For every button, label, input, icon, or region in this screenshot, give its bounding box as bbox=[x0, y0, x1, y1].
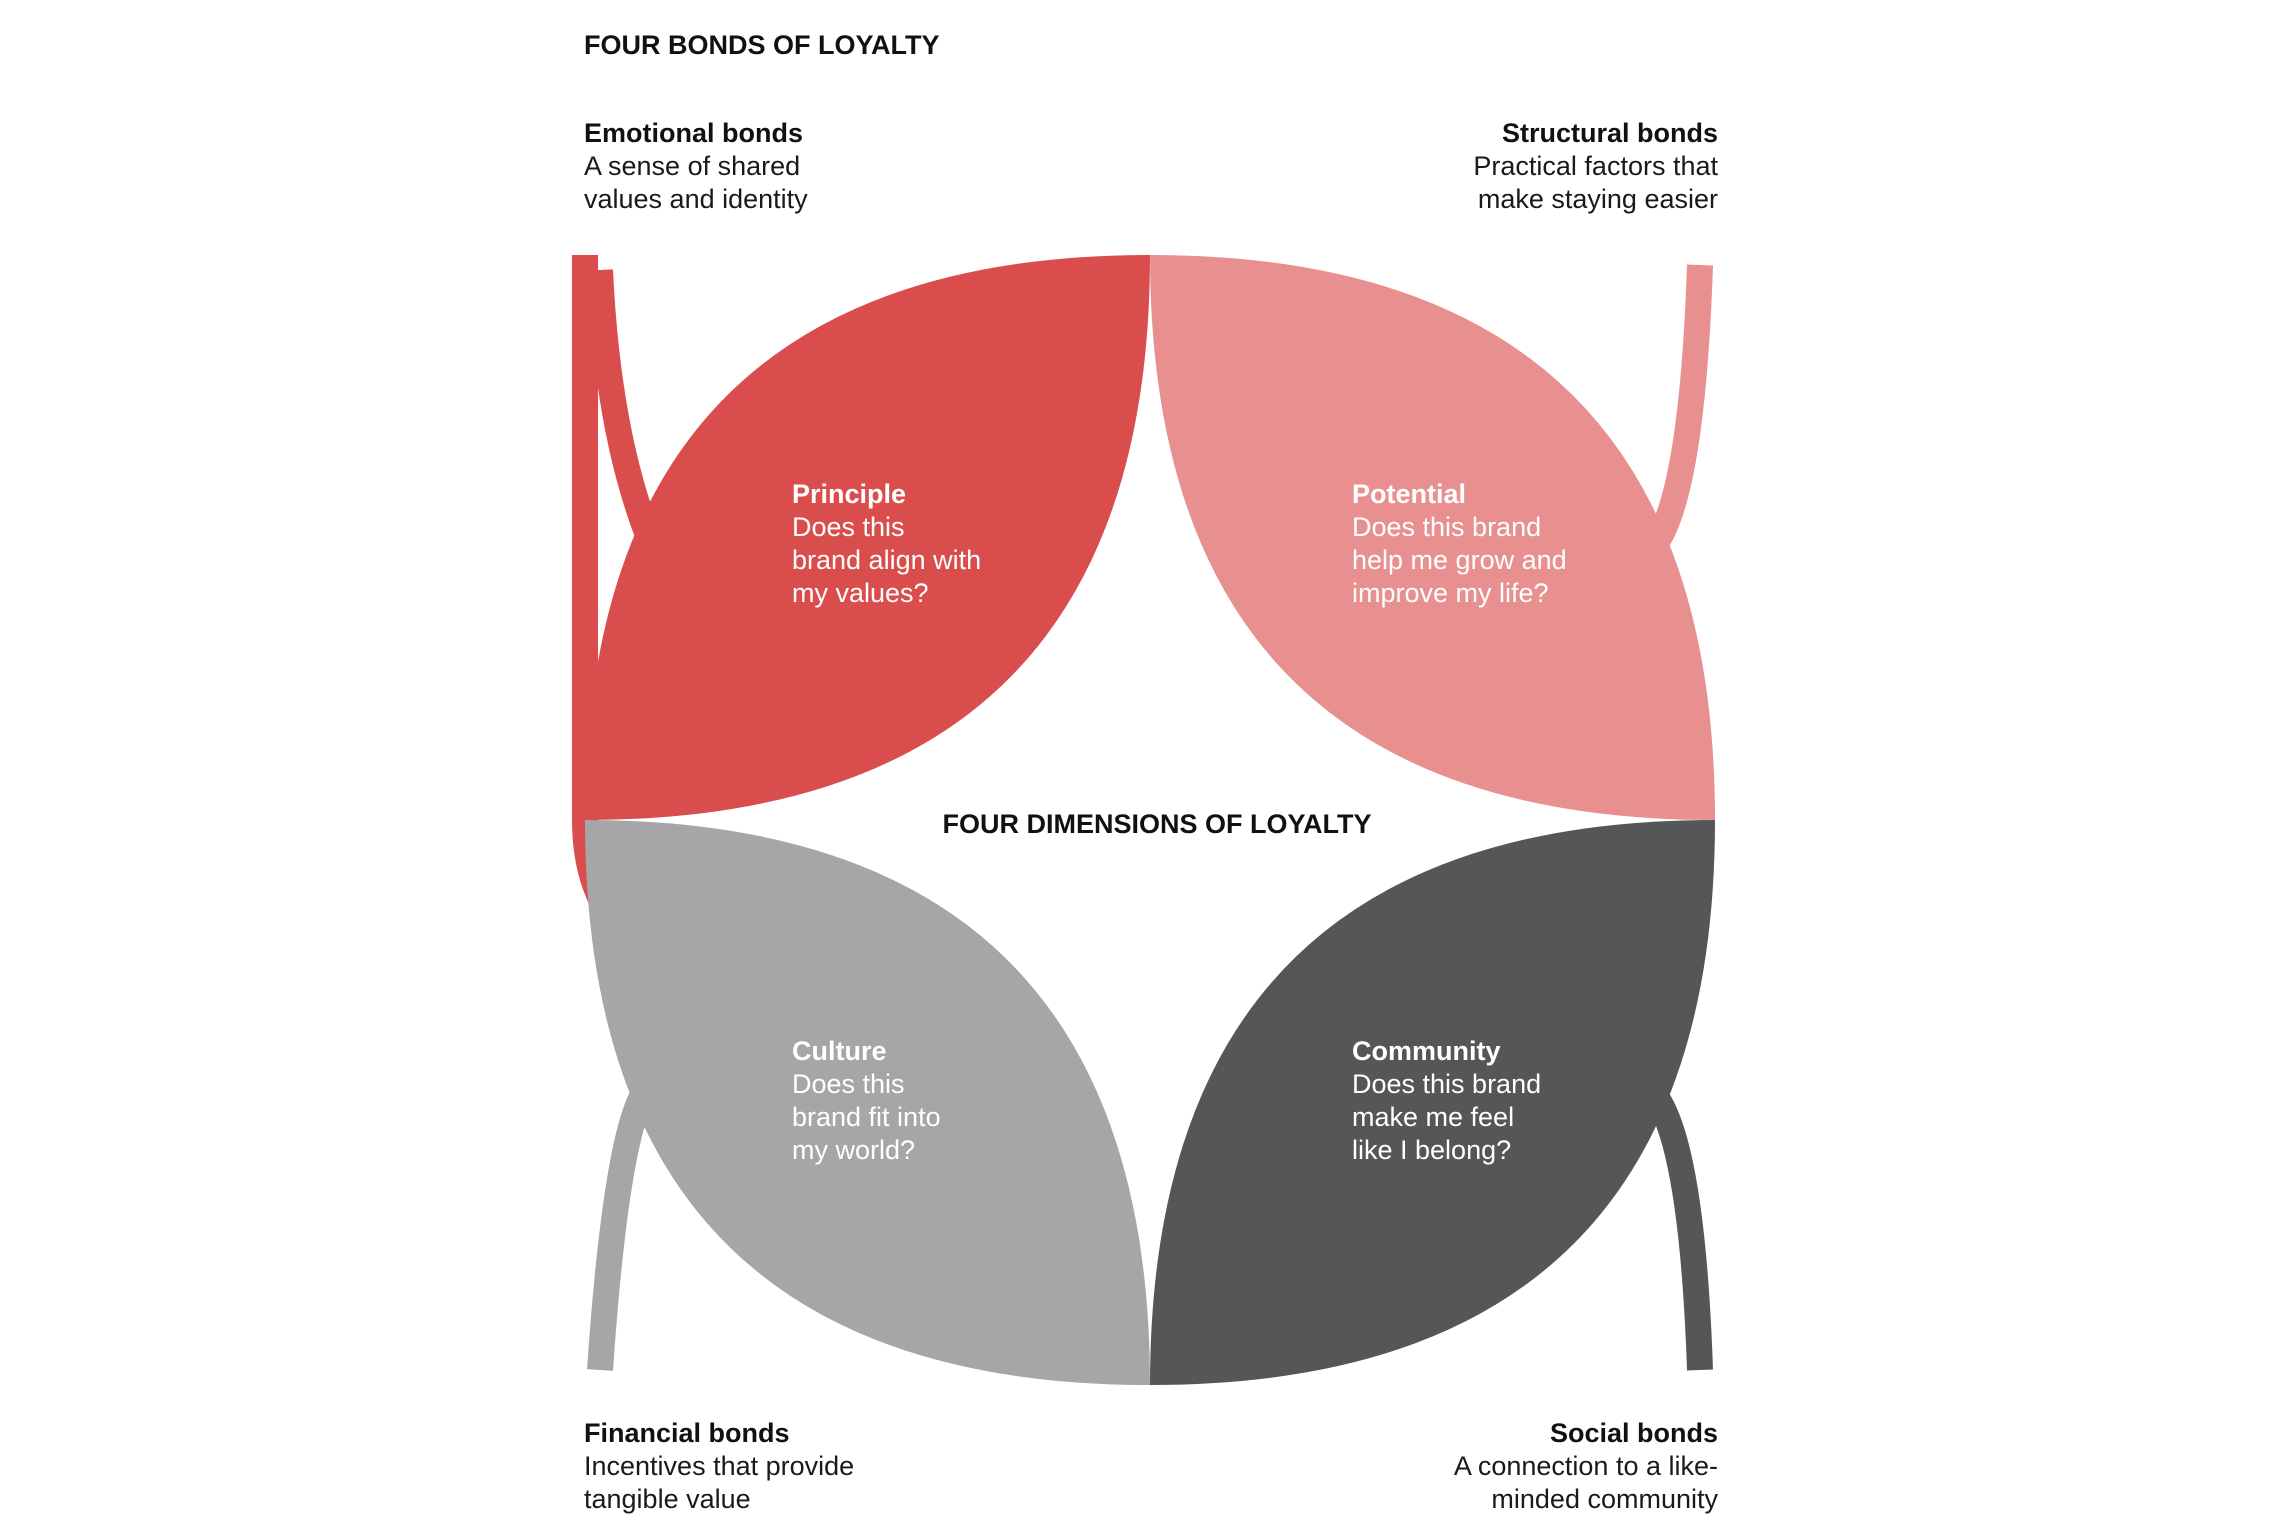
structural-bonds-line-1: Practical factors that bbox=[1473, 151, 1718, 181]
quadrant-potential bbox=[1150, 255, 1715, 820]
culture-title: Culture bbox=[792, 1036, 887, 1066]
principle-bond-arc bbox=[587, 269, 882, 748]
potential-line-1: Does this brand bbox=[1352, 512, 1541, 542]
emotional-bonds-line-1: A sense of shared bbox=[584, 151, 800, 181]
social-bonds-title: Social bonds bbox=[1550, 1418, 1718, 1448]
potential-title: Potential bbox=[1352, 479, 1466, 509]
social-bonds-line-2: minded community bbox=[1491, 1484, 1718, 1514]
financial-bonds-line-1: Incentives that provide bbox=[584, 1451, 854, 1481]
community-title: Community bbox=[1352, 1036, 1501, 1066]
culture-petal bbox=[585, 820, 1150, 1385]
emotional-bonds-title: Emotional bonds bbox=[584, 118, 803, 148]
culture-line-2: brand fit into bbox=[792, 1102, 941, 1132]
structural-bonds-title: Structural bonds bbox=[1502, 118, 1718, 148]
principle-line-3: my values? bbox=[792, 578, 929, 608]
quadrant-culture bbox=[585, 820, 1150, 1385]
financial-bonds-title: Financial bonds bbox=[584, 1418, 790, 1448]
potential-line-3: improve my life? bbox=[1352, 578, 1549, 608]
community-line-1: Does this brand bbox=[1352, 1069, 1541, 1099]
culture-bond-arc bbox=[587, 1067, 663, 1371]
social-bonds-line-1: A connection to a like- bbox=[1454, 1451, 1718, 1481]
quadrant-community bbox=[1150, 820, 1715, 1385]
bonds-heading: FOUR BONDS OF LOYALTY bbox=[584, 30, 940, 60]
potential-petal bbox=[1150, 255, 1715, 820]
potential-line-2: help me grow and bbox=[1352, 545, 1567, 575]
community-line-2: make me feel bbox=[1352, 1102, 1514, 1132]
culture-line-1: Does this bbox=[792, 1069, 905, 1099]
principle-line-1: Does this bbox=[792, 512, 905, 542]
community-line-3: like I belong? bbox=[1352, 1135, 1511, 1165]
principle-line-2: brand align with bbox=[792, 545, 981, 575]
community-petal bbox=[1150, 820, 1715, 1385]
principle-title: Principle bbox=[792, 479, 906, 509]
community-bond-arc bbox=[1628, 1067, 1713, 1371]
culture-line-3: my world? bbox=[792, 1135, 915, 1165]
potential-bond-arc bbox=[1628, 264, 1713, 573]
structural-bonds-line-2: make staying easier bbox=[1478, 184, 1718, 214]
emotional-bonds-line-2: values and identity bbox=[584, 184, 808, 214]
dimensions-heading: FOUR DIMENSIONS OF LOYALTY bbox=[942, 809, 1371, 839]
financial-bonds-line-2: tangible value bbox=[584, 1484, 751, 1514]
